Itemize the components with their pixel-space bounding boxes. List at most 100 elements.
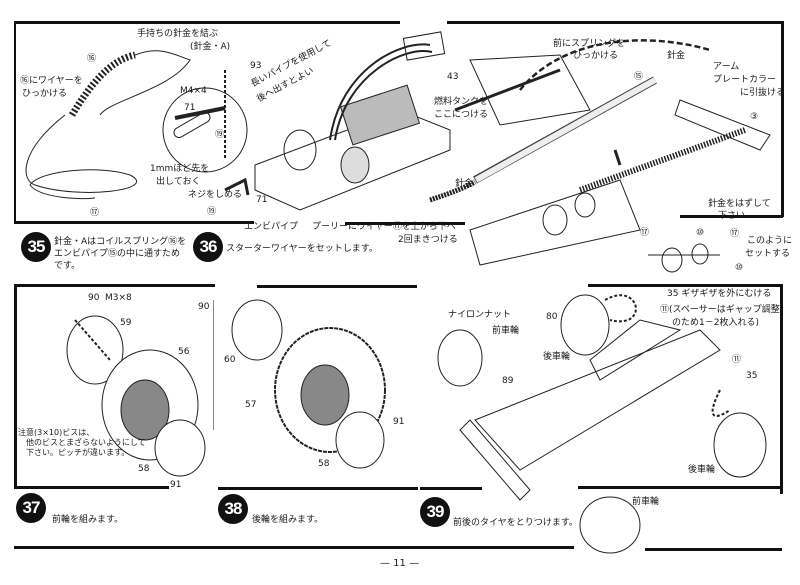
label-39-part-35: 35 <box>746 371 758 381</box>
step-36-badge: 36 <box>193 232 223 262</box>
frame-38-top <box>257 285 417 288</box>
label-part-15: ⑮ <box>634 72 644 82</box>
label-part-71: 71 <box>184 103 196 113</box>
label-protrude-2: 出しておく <box>156 177 201 187</box>
frame-37-top <box>15 284 215 287</box>
label-part-17-set: ⑰ <box>640 228 650 238</box>
label-part-3: ③ <box>750 112 759 122</box>
frame-39-bottom-right <box>578 486 783 489</box>
frame-39-top <box>588 284 783 287</box>
label-set-2: セットする <box>745 249 791 259</box>
label-gear-35: 35 ギザギザを外にむける <box>667 289 772 299</box>
label-front-wheel-2: 前車輪 <box>632 497 660 507</box>
label-m3x8: M3×8 <box>105 293 132 303</box>
label-part-43: 43 <box>447 72 459 82</box>
label-38-part-91: 91 <box>393 417 405 427</box>
frame-39-right <box>780 284 783 494</box>
step-36-text: スターターワイヤーをセットします。 <box>226 244 378 254</box>
frame-38-bottom <box>218 487 418 490</box>
label-part-71b: 71 <box>256 195 268 205</box>
label-rear-wheel: 後車輪 <box>543 352 571 362</box>
label-38-part-90: 90 <box>198 302 210 312</box>
label-part-93: 93 <box>250 61 262 71</box>
label-pulley-2: 2回まきつける <box>398 235 458 245</box>
label-arm-2: プレートカラー <box>713 75 777 85</box>
step-37-badge: 37 <box>16 493 46 523</box>
page-bottom-rule-left <box>14 546 574 549</box>
label-nylon-nut: ナイロンナット <box>448 310 512 320</box>
label-remove-wire-1: 針金をはずして <box>708 199 771 209</box>
label-spacer-1: ⑪(スペーサーはギャップ調整 <box>660 305 780 315</box>
frame-37-divider <box>213 300 214 430</box>
step-37-text: 前輪を組みます。 <box>52 515 124 525</box>
screw-note: 注意(3×10)ビスは、 他のビスとまざらないようにして 下さい。ピッチが違いま… <box>18 428 146 458</box>
step-35-line-2: エンビパイプ⑮の中に通すため <box>54 249 181 259</box>
frame-37-left <box>14 284 17 489</box>
detail-circle <box>162 87 248 173</box>
label-arm-1: アーム <box>713 62 740 72</box>
label-spring-1: 前にスプリングを <box>553 39 626 49</box>
label-part-17: ⑰ <box>90 208 100 218</box>
step-38-text: 後輪を組みます。 <box>252 515 324 525</box>
label-vinyl-pipe: エンビパイプ <box>244 222 299 232</box>
label-pulley-1: プーリーにワイヤー⑰を上から下へ <box>312 222 456 232</box>
step-38-badge: 38 <box>218 494 248 524</box>
step-35-line-1: 針金・Aはコイルスプリング⑯を <box>54 237 187 247</box>
label-38-part-58: 58 <box>318 459 330 469</box>
frame-36-bottom <box>345 222 465 225</box>
label-37-part-91: 91 <box>170 480 182 490</box>
step-35-badge: 35 <box>21 232 51 262</box>
label-tank-1: 燃料タンクを <box>434 97 489 107</box>
label-tie-wire: 手持ちの針金を結ぶ <box>137 29 219 39</box>
label-hook-wire-2: ひっかける <box>22 89 68 99</box>
label-38-part-57: 57 <box>245 400 257 410</box>
step-35-text: 針金・Aはコイルスプリング⑯を エンビパイプ⑮の中に通すため です。 <box>54 236 186 272</box>
frame-36-bottom-right <box>680 215 783 218</box>
frame-37-bottom <box>14 486 169 489</box>
page-number: — 11 — <box>380 558 420 569</box>
screw-note-line-2: 他のビスとまざらないようにして <box>26 438 146 447</box>
label-39-part-89: 89 <box>502 376 514 386</box>
label-38-part-60: 60 <box>224 355 236 365</box>
label-protrude-1: 1mmほど先を <box>150 164 210 174</box>
label-part-110b: ⑩ <box>735 263 744 273</box>
label-wire-a: (針金・A) <box>190 42 231 52</box>
label-37-part-58: 58 <box>138 464 150 474</box>
label-part-19b: ⑲ <box>207 207 217 217</box>
frame-35-top <box>15 21 400 24</box>
label-37-part-56: 56 <box>178 347 190 357</box>
frame-36-right <box>781 21 784 217</box>
step-39-badge: 39 <box>420 497 450 527</box>
label-39-part-11: ⑪ <box>732 355 742 365</box>
label-part-110: ⑩ <box>696 228 705 238</box>
label-37-part-90: 90 <box>88 293 100 303</box>
label-tank-2: ここにつける <box>434 110 489 120</box>
label-tighten-screw: ネジをしめる <box>188 190 243 200</box>
screw-note-line-3: 下さい。ピッチが違います。 <box>26 448 130 457</box>
label-front-wheel: 前車輪 <box>492 326 520 336</box>
label-arm-3: に引抜ける <box>740 88 786 98</box>
label-spring-2: ひっかける <box>573 51 619 61</box>
label-wire-2: 針金 <box>667 51 686 61</box>
label-hook-wire-1: ⑯にワイヤーを <box>20 76 83 86</box>
frame-36-top <box>447 21 783 24</box>
label-spacer-2: のため1－2枚入れる) <box>672 318 759 328</box>
page-bottom-rule-right <box>645 548 782 551</box>
label-part-19: ⑲ <box>215 130 225 140</box>
label-m4x4: M4×4 <box>180 86 207 96</box>
label-part-16: ⑯ <box>87 54 97 64</box>
step-39-text: 前後のタイヤをとりつけます。 <box>453 518 578 528</box>
frame-39-bottom-left <box>420 487 482 490</box>
label-set-1: このように <box>747 236 793 246</box>
label-39-part-80: 80 <box>546 312 558 322</box>
label-wire: 針金 <box>455 179 474 189</box>
step-35-line-3: です。 <box>54 261 81 271</box>
label-rear-wheel-2: 後車輪 <box>688 465 716 475</box>
screw-note-line-1: 注意(3×10)ビスは、 <box>18 428 95 437</box>
label-remove-wire-2: 下さい <box>718 211 746 221</box>
coil-spring-illustration <box>25 50 191 200</box>
label-part-17b: ⑰ <box>730 229 740 239</box>
frame-35-left <box>14 21 16 223</box>
frame-35-bottom <box>14 221 254 224</box>
